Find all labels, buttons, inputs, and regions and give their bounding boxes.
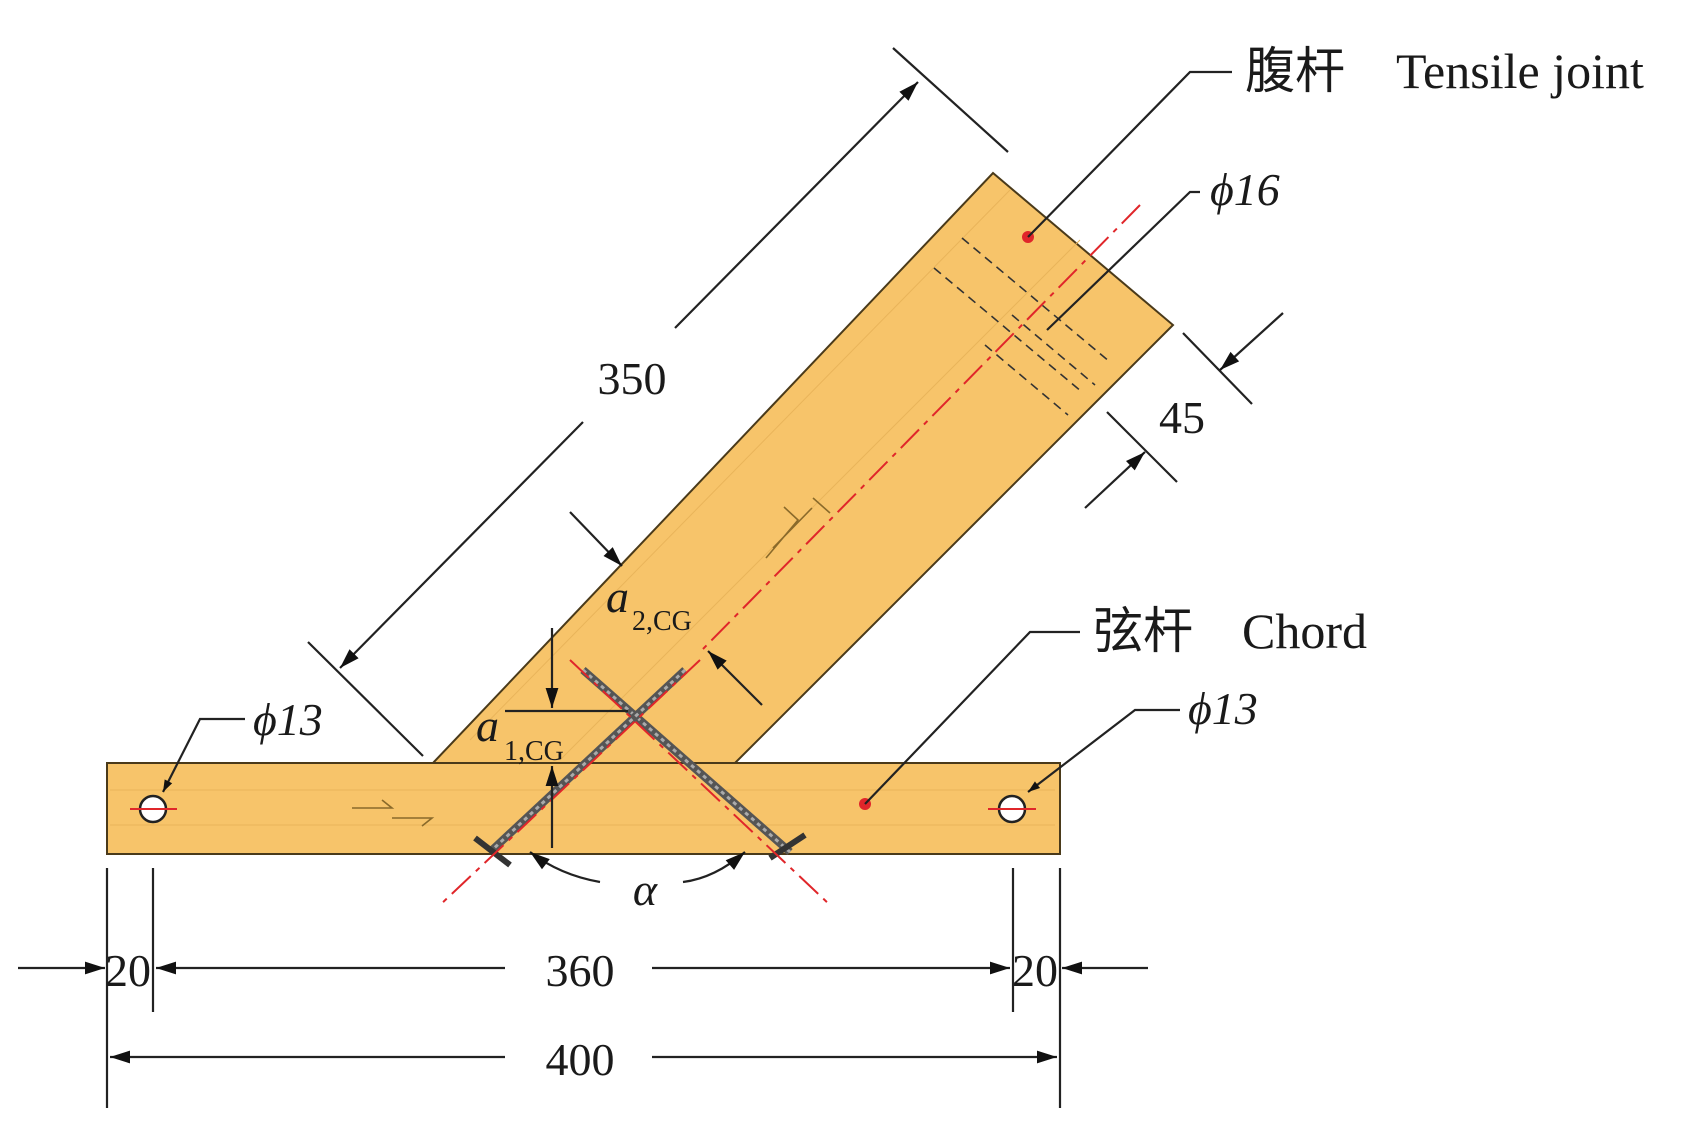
a2-arrow-upper [569, 511, 623, 567]
web-label-en: Tensile joint [1396, 43, 1644, 99]
screw-axis-1 [569, 659, 831, 906]
chord-member [106, 762, 1061, 855]
right-bolt-hole [988, 794, 1036, 824]
alpha-arc-left [529, 851, 601, 884]
web-centerline [701, 204, 1141, 651]
dim-350-line-upper [674, 81, 919, 329]
dim-45-arrow-top [1219, 312, 1284, 371]
screw-axis-2 [439, 659, 701, 906]
alpha-symbol: α [633, 864, 658, 915]
phi13-left-leader [162, 717, 245, 793]
web-dash-line [984, 344, 1069, 416]
web-label-cn: 腹杆 [1245, 43, 1345, 99]
dim-360-text: 360 [546, 945, 615, 996]
dim-45-arrow-bottom [1084, 451, 1146, 509]
phi16-leader [1046, 190, 1200, 331]
left-bolt-hole [130, 794, 177, 824]
alpha-arc-right [682, 851, 746, 884]
a1-symbol: a [476, 700, 499, 751]
web-grain [559, 239, 1081, 761]
dim-350-ext-bottom [307, 641, 424, 757]
phi13-right-leader [1027, 708, 1180, 793]
dim-45-text: 45 [1159, 392, 1205, 443]
a2-arrow-lower [707, 650, 763, 706]
chord-grain-arrow [352, 799, 435, 827]
chord-label-en: Chord [1242, 603, 1367, 659]
web-label-leader [1027, 70, 1232, 238]
dim-45-ext-bottom [1106, 411, 1178, 483]
a1-subscript: 1,CG [504, 736, 564, 767]
web-grain [469, 189, 1011, 741]
web-dash-line [961, 237, 1111, 363]
web-member [430, 171, 1175, 764]
dim-20-right-text: 20 [1012, 945, 1058, 996]
chord-label-leader [864, 630, 1080, 805]
phi16-text: ϕ16 [1210, 164, 1280, 215]
dim-350-line-lower [339, 421, 584, 669]
screw-2 [473, 667, 688, 868]
a2-subscript: 2,CG [632, 606, 692, 637]
dim-20-left-text: 20 [105, 945, 151, 996]
dim-45-ext-top [1182, 332, 1253, 405]
dim-350-text: 350 [598, 353, 667, 404]
phi13-left-text: ϕ13 [253, 694, 323, 745]
phi13-right-text: ϕ13 [1188, 683, 1258, 734]
web-dash-line [933, 267, 1083, 393]
dim-400-text: 400 [546, 1034, 615, 1085]
a2-symbol: a [606, 571, 629, 622]
web-grain-arrow [765, 497, 831, 559]
dim-350-ext-top [892, 47, 1009, 153]
chord-label-cn: 弦杆 [1093, 603, 1193, 659]
web-dash-line [1011, 314, 1096, 386]
